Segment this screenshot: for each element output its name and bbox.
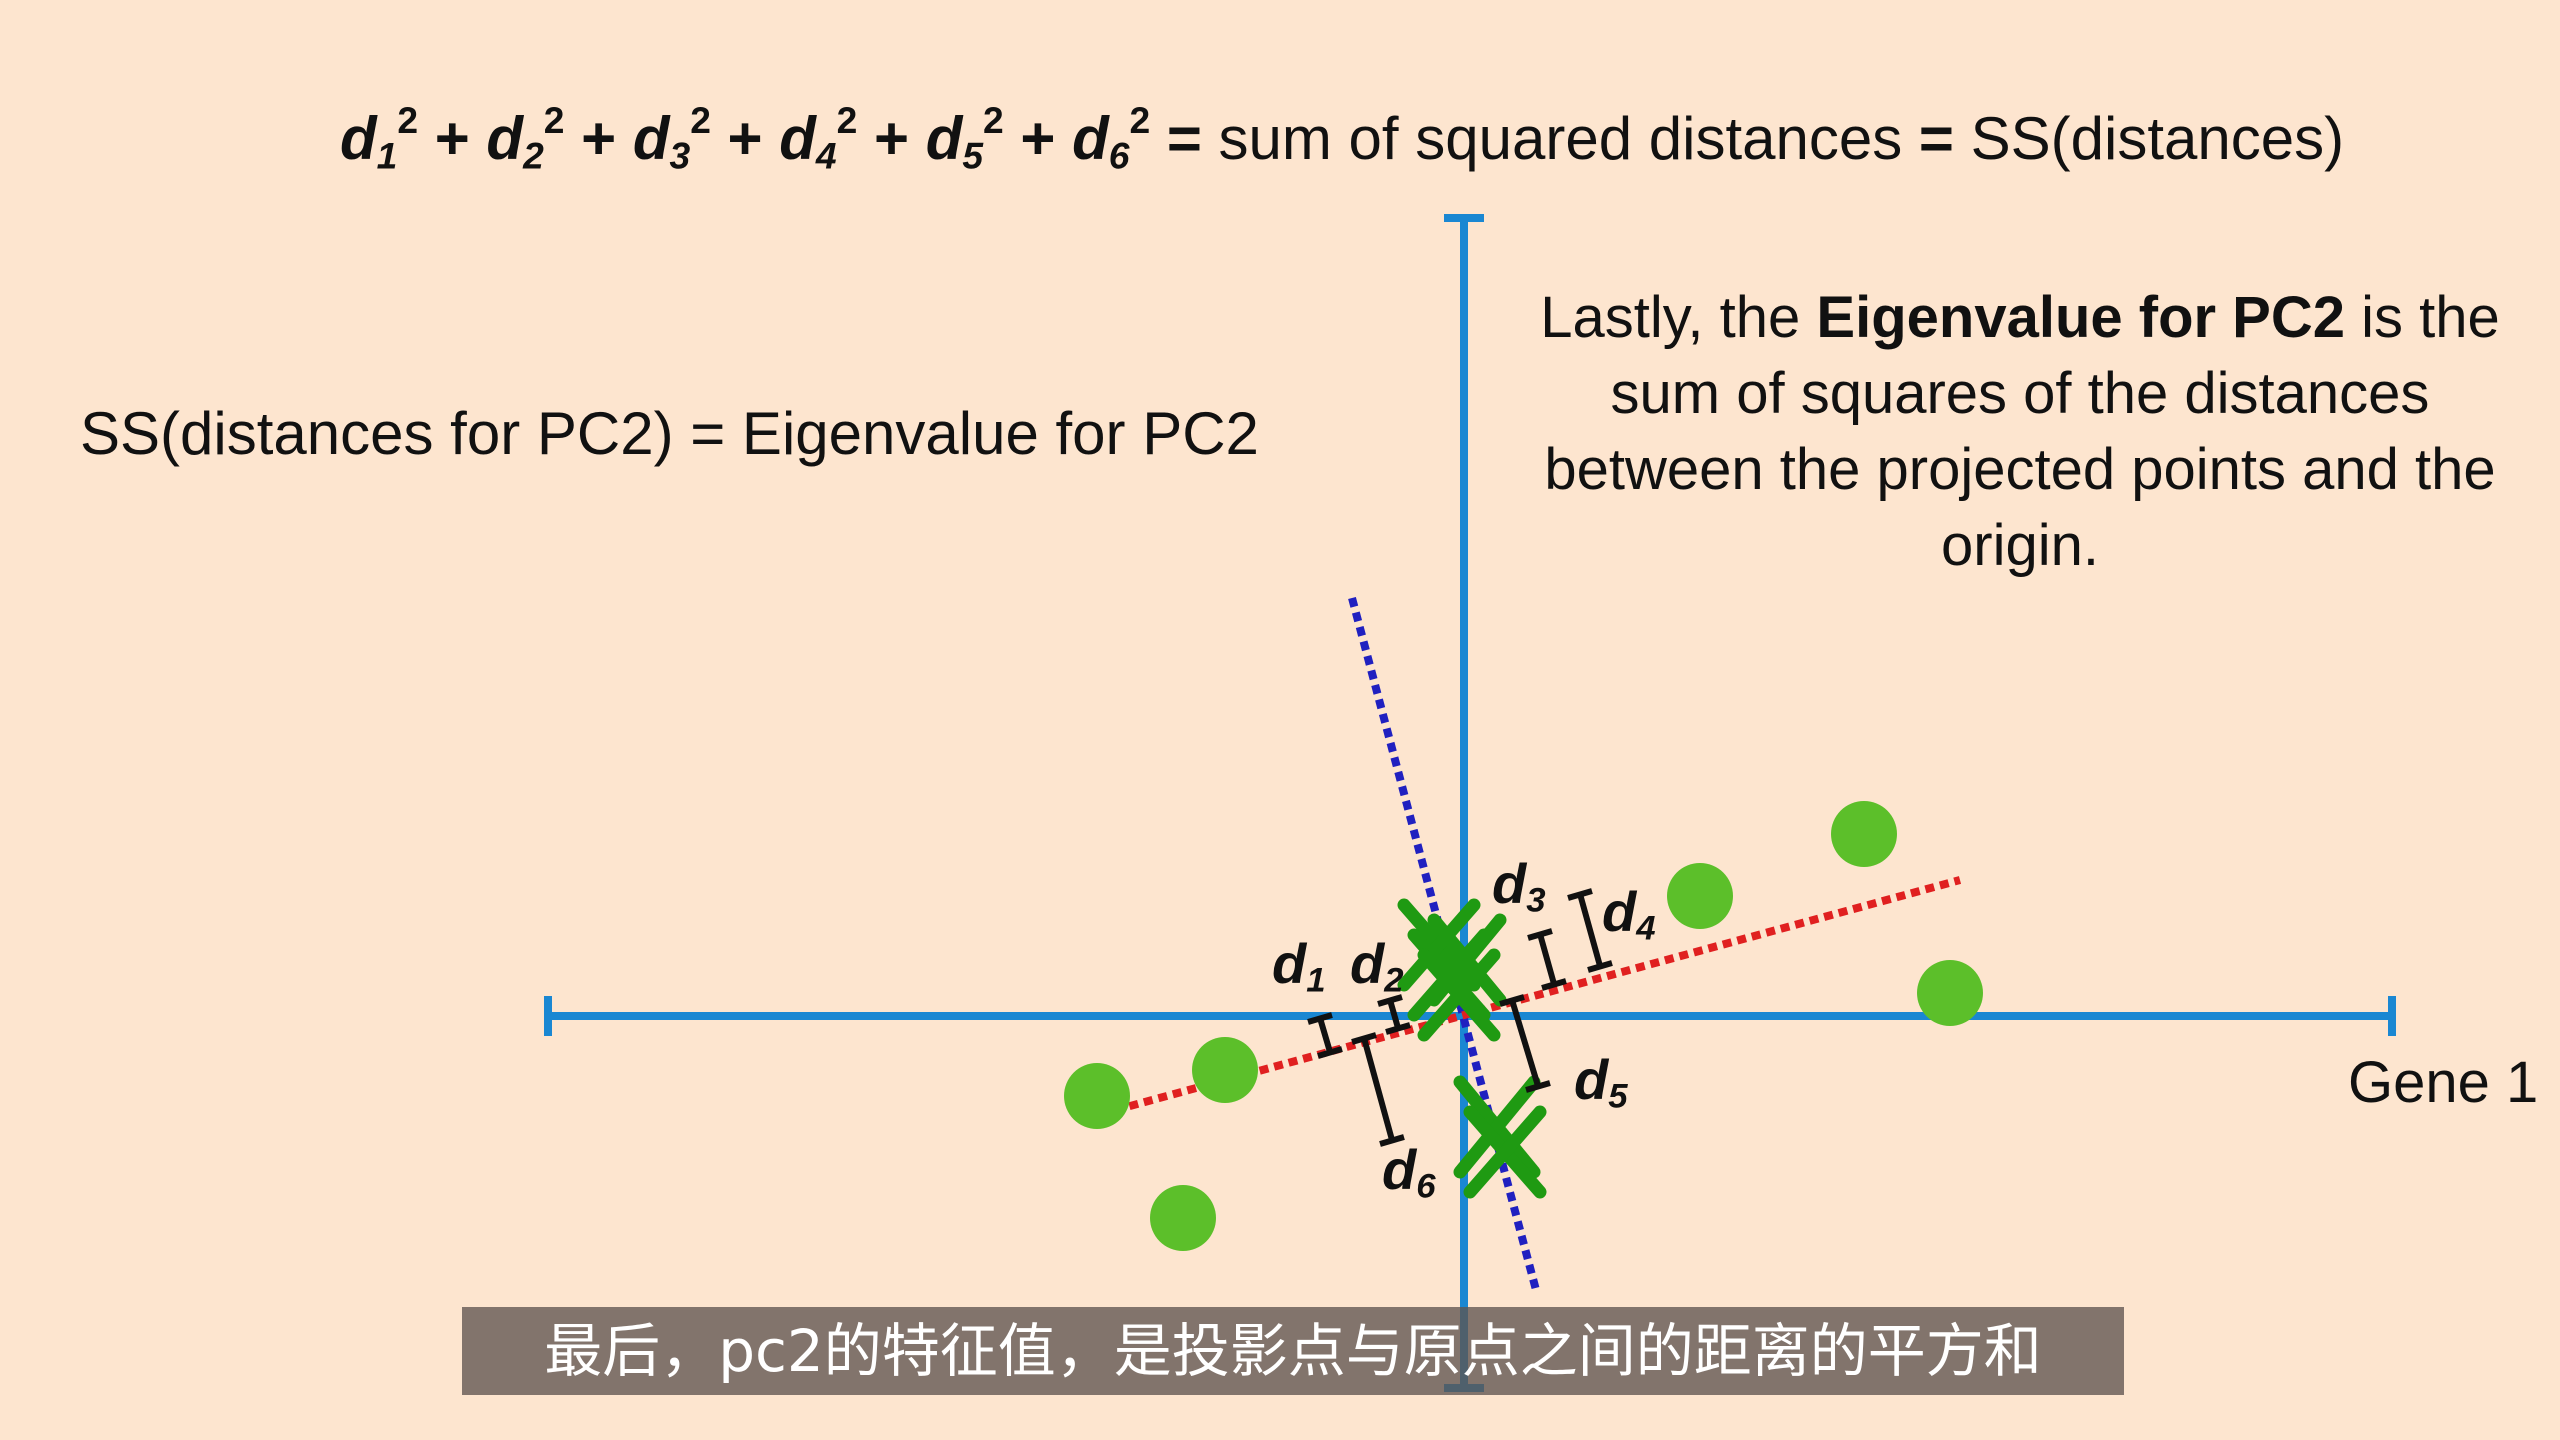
- subtitle-caption: 最后，pc2的特征值，是投影点与原点之间的距离的平方和: [462, 1307, 2124, 1395]
- projection-mark: [1427, 913, 1507, 1007]
- bracket-d6: [1351, 1032, 1405, 1147]
- distance-label-d4: d4: [1602, 880, 1656, 948]
- data-point: [1667, 863, 1733, 929]
- explanation-note: Lastly, the Eigenvalue for PC2 is the su…: [1500, 280, 2540, 584]
- plus-sign: +: [434, 105, 470, 173]
- projection-mark: [1463, 1105, 1547, 1199]
- distance-label-d5: d5: [1574, 1048, 1628, 1116]
- projection-mark: [1453, 1075, 1541, 1179]
- data-points: [1064, 801, 1983, 1251]
- plus-sign: +: [873, 105, 910, 173]
- data-point: [1831, 801, 1897, 867]
- equation-term: d52: [925, 99, 1004, 177]
- equation-term: d12: [340, 99, 419, 177]
- plus-sign: +: [727, 105, 763, 173]
- equals-sign: =: [1166, 105, 1202, 173]
- projection-mark: [1417, 948, 1501, 1042]
- bracket-d2: [1377, 994, 1411, 1035]
- note-emphasis: Eigenvalue for PC2: [1816, 285, 2346, 350]
- data-point: [1917, 960, 1983, 1026]
- bracket-d4: [1567, 888, 1613, 973]
- ss-eigenvalue-label: SS(distances for PC2) = Eigenvalue for P…: [80, 400, 1259, 467]
- equation-result: SS(distances): [1970, 105, 2345, 173]
- bracket-d3: [1527, 928, 1567, 991]
- equation-text: sum of squared distances: [1218, 105, 1903, 173]
- distance-label-d3: d3: [1492, 852, 1546, 920]
- plus-sign: +: [581, 105, 617, 173]
- distance-brackets: [1307, 888, 1613, 1147]
- note-text: is the sum of squares of the distances b…: [1544, 285, 2500, 578]
- sum-of-squares-equation: d12 + d22 + d32 + d42 + d52 + d62 = sum …: [340, 78, 2540, 197]
- bracket-d1: [1307, 1012, 1343, 1059]
- equals-sign: =: [1918, 105, 1954, 173]
- equation-term: d22: [486, 99, 565, 177]
- projected-points: [1397, 898, 1547, 1199]
- note-text: Lastly, the: [1540, 285, 1817, 350]
- distance-label-d1: d1: [1272, 932, 1326, 1000]
- x-axis-label: Gene 1: [2348, 1050, 2539, 1115]
- equation-term: d42: [779, 99, 858, 177]
- data-point: [1064, 1063, 1130, 1129]
- equation-term: d32: [632, 99, 711, 177]
- plus-sign: +: [1020, 105, 1056, 173]
- data-point: [1150, 1185, 1216, 1251]
- distance-label-d2: d2: [1350, 932, 1404, 1000]
- equation-term: d62: [1072, 99, 1151, 177]
- distance-label-d6: d6: [1382, 1138, 1436, 1206]
- data-point: [1192, 1037, 1258, 1103]
- bracket-d5: [1499, 994, 1551, 1093]
